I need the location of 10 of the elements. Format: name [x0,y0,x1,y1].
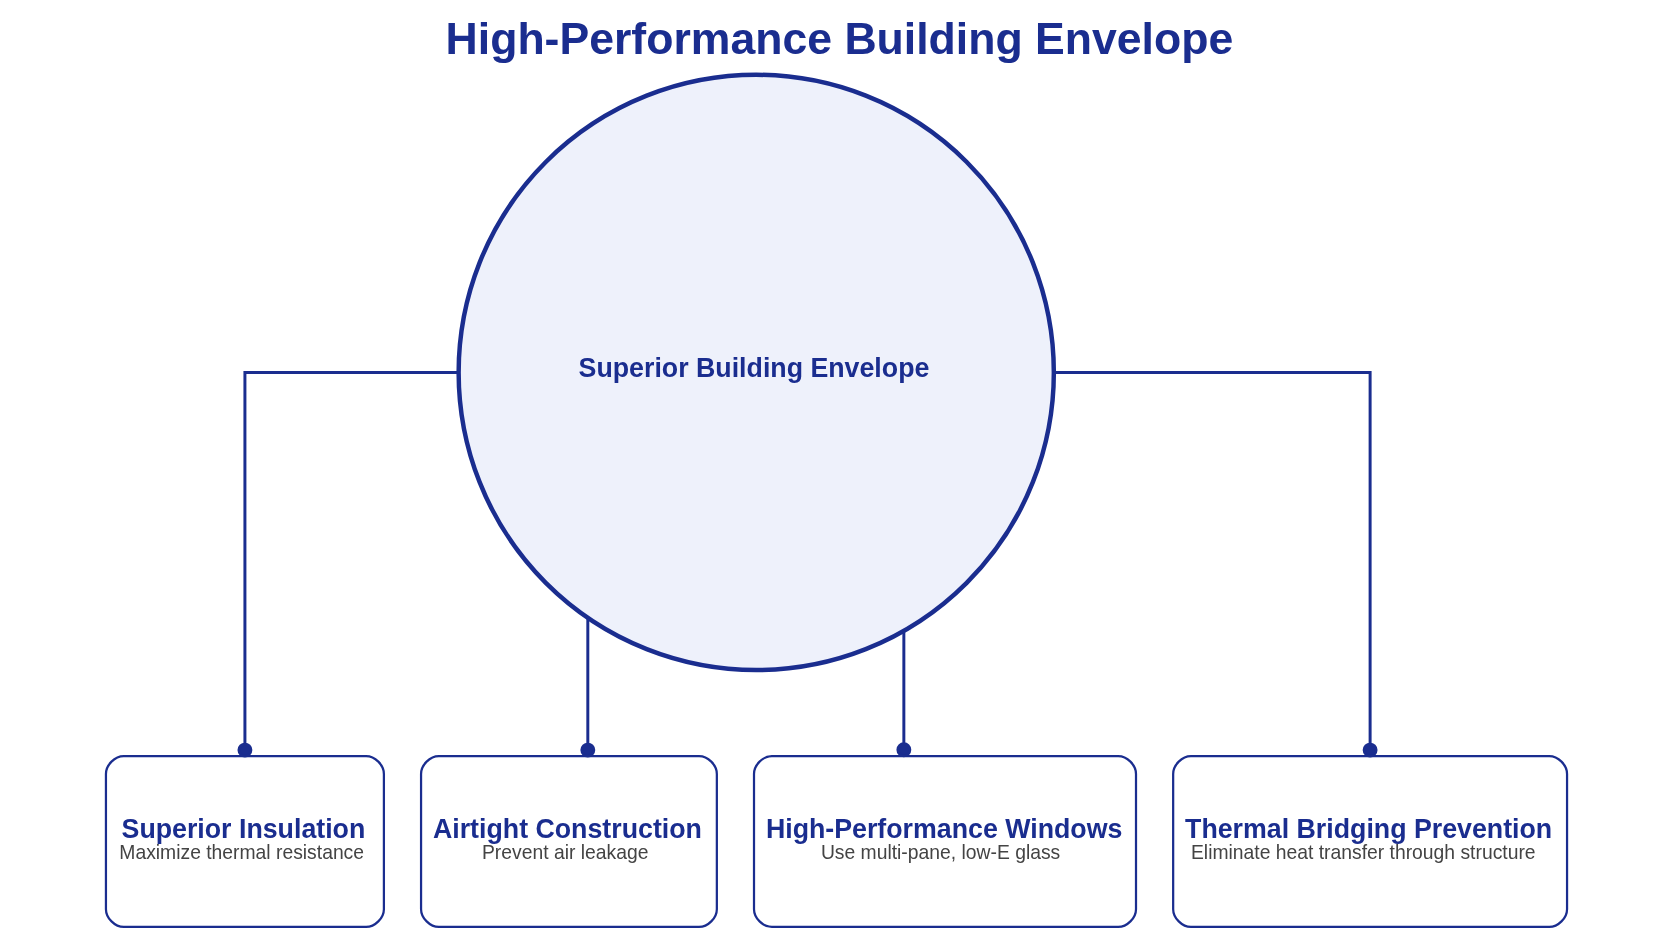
connector [579,617,595,758]
node-box: Thermal Bridging Prevention Eliminate heat transfer through structure [1171,754,1568,929]
node-circle: Superior Building Envelope [455,72,1056,673]
node-box: High-Performance Windows Use multi-pane, low-E glass [752,754,1137,929]
connector [1053,371,1378,758]
node-box: Airtight Construction Prevent air leakage [419,754,718,929]
connector [895,630,911,758]
connector [237,371,458,758]
diagram-title: High-Performance Building Envelope [445,14,1233,64]
node-box: Superior Insulation Maximize thermal resistance [104,754,385,929]
